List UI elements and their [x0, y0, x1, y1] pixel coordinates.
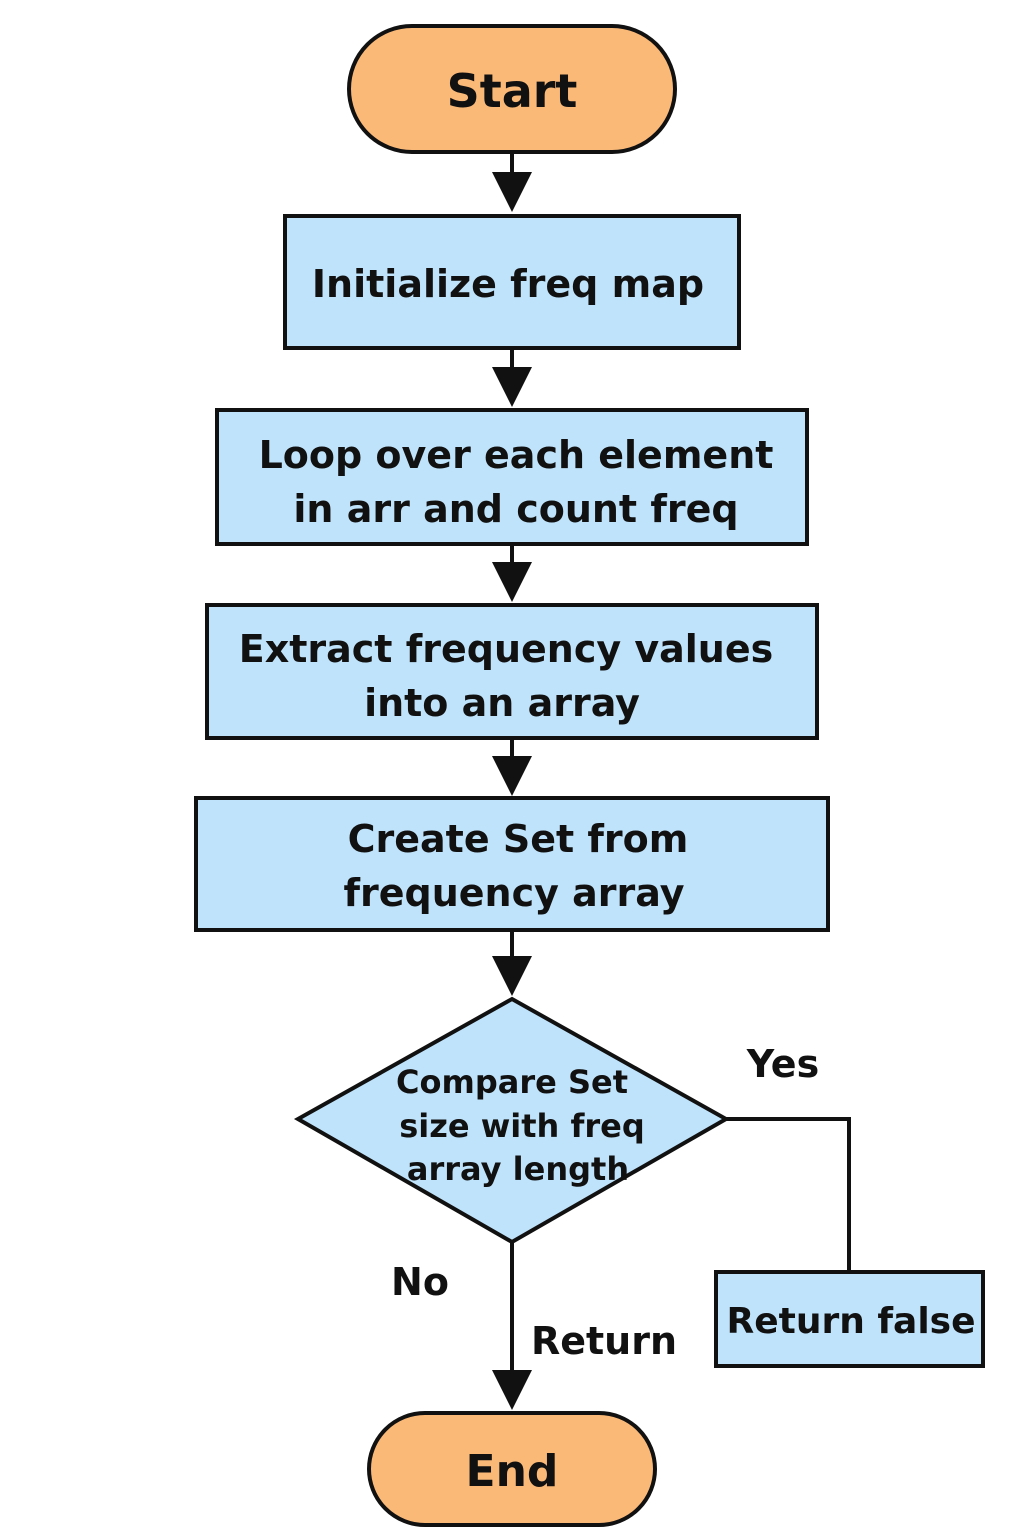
- loop-node: Loop over each element in arr and count …: [215, 408, 809, 546]
- loop-label-line1: Loop over each element: [259, 433, 774, 477]
- connectors: [492, 152, 851, 1410]
- return-label: Return: [531, 1319, 677, 1363]
- end-node: End: [367, 1411, 657, 1527]
- compare-label-line1: Compare Set: [396, 1063, 628, 1101]
- create-set-label-line1: Create Set from: [348, 817, 689, 861]
- create-set-node: Create Set from frequency array: [194, 796, 830, 932]
- extract-label-line2: into an array: [364, 681, 640, 725]
- init-label: Initialize freq map: [312, 262, 704, 306]
- compare-label-line2: size with freq: [399, 1107, 645, 1145]
- create-set-label-line2: frequency array: [343, 871, 684, 915]
- connector-yes-to-return-false: [726, 1117, 851, 1272]
- compare-decision: Compare Set size with freq array length: [293, 996, 731, 1245]
- no-label: No: [391, 1260, 449, 1304]
- end-label: End: [466, 1446, 559, 1497]
- extract-node: Extract frequency values into an array: [205, 603, 819, 740]
- start-node: Start: [347, 24, 677, 154]
- compare-label-line3: array length: [407, 1150, 629, 1188]
- init-node: Initialize freq map: [283, 214, 741, 350]
- return-false-label: Return false: [726, 1301, 975, 1342]
- yes-label: Yes: [746, 1042, 819, 1086]
- return-false-node: Return false: [714, 1270, 985, 1368]
- loop-label-line2: in arr and count freq: [293, 487, 738, 531]
- extract-label-line1: Extract frequency values: [239, 627, 773, 671]
- start-label: Start: [447, 64, 578, 118]
